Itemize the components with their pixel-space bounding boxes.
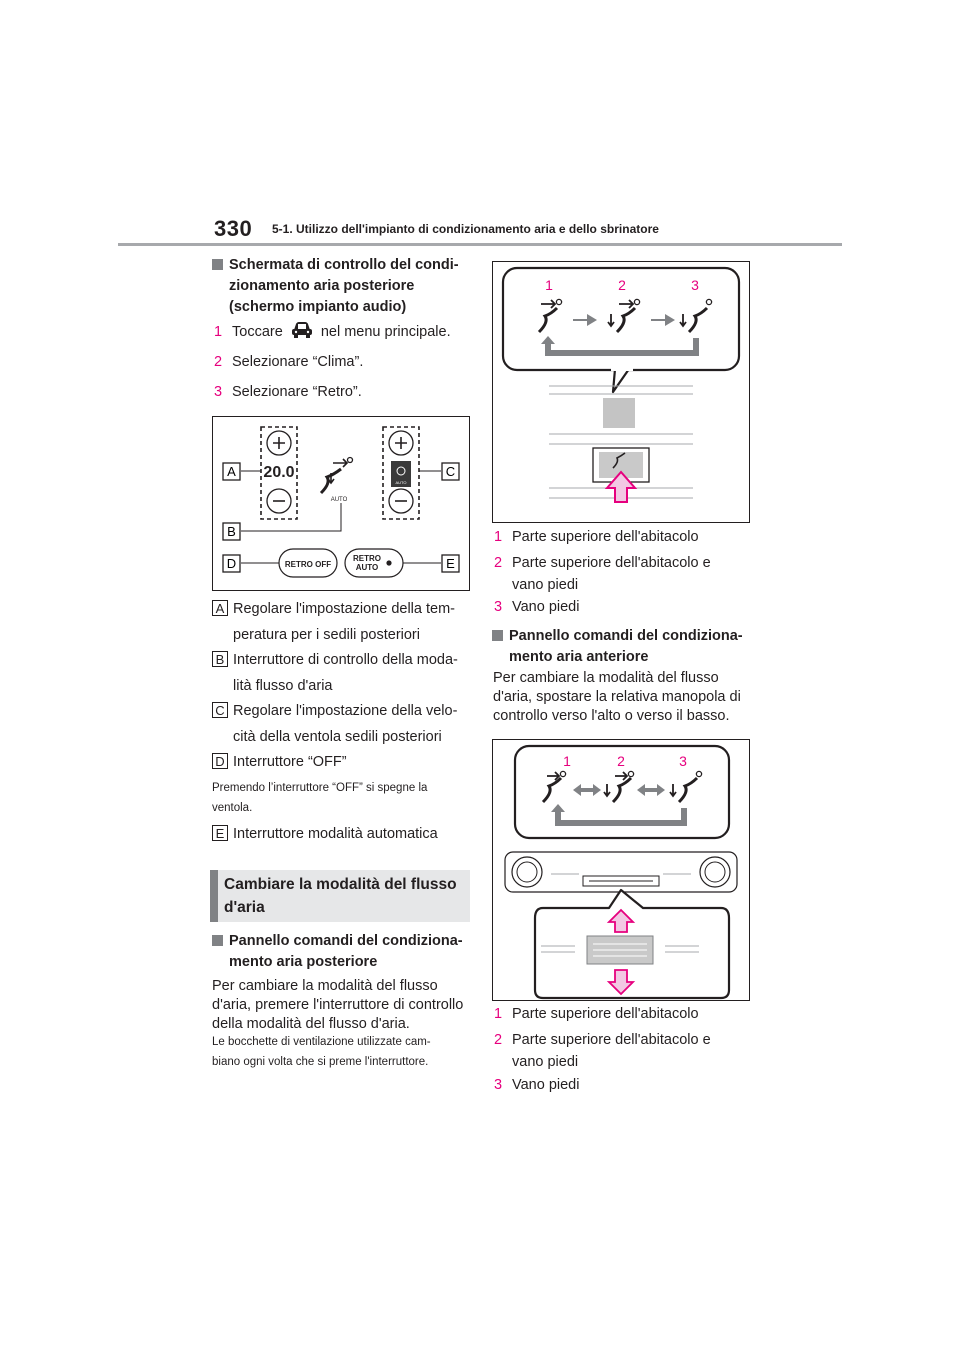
legend-d: D Interruttore “OFF” — [212, 749, 474, 775]
return-arrow-icon — [541, 336, 699, 356]
temp-down-button[interactable] — [266, 488, 292, 514]
arrow-right-icon — [573, 314, 597, 326]
return-arrow-icon — [551, 804, 687, 826]
svg-text:AUTO: AUTO — [331, 497, 348, 503]
heading-rear-panel: Pannello comandi del condiziona- mento a… — [212, 931, 472, 973]
mode-feet-icon — [669, 770, 703, 804]
note-off-switch: Premendo l’interruttore “OFF” si spegne … — [212, 782, 428, 814]
double-arrow-icon — [637, 784, 665, 796]
legend-b: B Interruttore di controllo della moda- … — [212, 647, 474, 699]
svg-text:1: 1 — [545, 277, 553, 293]
svg-text:AUTO: AUTO — [395, 480, 406, 485]
svg-text:A: A — [227, 464, 236, 479]
svg-text:RETRO: RETRO — [353, 554, 381, 563]
airflow-mode-icon[interactable]: AUTO — [319, 456, 354, 504]
front-panel-figure: 1 2 3 — [492, 739, 750, 1001]
mode-upper-feet-icon — [603, 770, 635, 804]
temp-up-button[interactable] — [266, 430, 292, 456]
svg-text:2: 2 — [618, 277, 626, 293]
svg-text:3: 3 — [679, 753, 687, 769]
rear-screen-figure: 20.0 AUTO AUTO A B C D — [212, 416, 470, 591]
svg-text:E: E — [446, 556, 455, 571]
double-arrow-icon — [573, 784, 601, 796]
note-vents: Le bocchette di ventilazione utilizzate … — [212, 1036, 431, 1068]
callout-e: E — [441, 554, 460, 573]
heading-rear-screen: Schermata di controllo del condi- zionam… — [212, 255, 472, 318]
svg-text:1: 1 — [563, 753, 571, 769]
paragraph-rear-panel: Per cambiare la modalità del flusso d'ar… — [212, 978, 464, 1032]
fan-auto-icon: AUTO — [391, 461, 411, 487]
svg-text:D: D — [227, 556, 236, 571]
legend-e: E Interruttore modalità automatica — [212, 821, 474, 847]
svg-text:3: 3 — [691, 277, 699, 293]
mode-feet-icon — [679, 298, 713, 334]
svg-text:C: C — [446, 464, 455, 479]
car-icon — [291, 322, 312, 338]
retro-auto-button[interactable]: RETRO AUTO — [344, 548, 404, 578]
heading-front-panel: Pannello comandi del condiziona- mento a… — [492, 626, 752, 668]
right-knob[interactable] — [699, 856, 731, 888]
callout-b: B — [222, 522, 241, 541]
chapter-title: 5-1. Utilizzo dell'impianto di condizion… — [272, 222, 659, 236]
legend-a: A Regolare l'impostazione della tem- per… — [212, 596, 474, 648]
callout-a: A — [222, 462, 241, 481]
fan-up-button[interactable] — [388, 430, 414, 456]
page-number: 330 — [214, 216, 253, 241]
mode-upper-icon — [541, 770, 567, 804]
legend-c: C Regolare l'impostazione della velo- ci… — [212, 698, 474, 750]
svg-text:RETRO OFF: RETRO OFF — [285, 560, 331, 569]
header-rule — [118, 243, 842, 246]
left-knob[interactable] — [511, 856, 543, 888]
svg-text:AUTO: AUTO — [356, 563, 379, 572]
svg-text:B: B — [227, 524, 236, 539]
svg-text:2: 2 — [617, 753, 625, 769]
fan-down-button[interactable] — [388, 488, 414, 514]
square-bullet-icon — [492, 630, 503, 641]
retro-off-button[interactable]: RETRO OFF — [278, 548, 338, 578]
press-arrow-icon — [604, 470, 638, 503]
temp-value: 20.0 — [263, 464, 294, 481]
section-heading-band: Cambiare la modalità del flusso d'aria — [210, 870, 470, 922]
callout-c: C — [441, 462, 460, 481]
arrow-right-icon — [651, 314, 675, 326]
down-arrow-icon — [606, 969, 636, 996]
rear-panel-figure: 1 2 3 — [492, 261, 750, 523]
square-bullet-icon — [212, 259, 223, 270]
up-arrow-icon — [606, 908, 636, 933]
square-bullet-icon — [212, 935, 223, 946]
mode-upper-icon — [537, 298, 563, 334]
paragraph-front-panel: Per cambiare la modalità del flusso d'ar… — [493, 670, 741, 724]
callout-d: D — [222, 554, 241, 573]
mode-upper-feet-icon — [607, 298, 641, 334]
